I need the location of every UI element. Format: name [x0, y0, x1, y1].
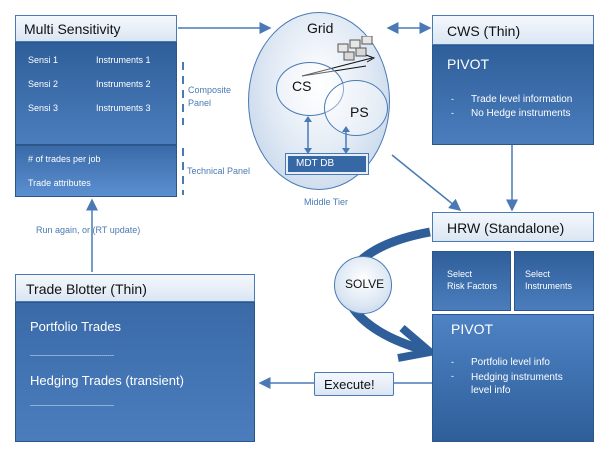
execute-label: Execute! [324, 377, 375, 392]
multi-sensitivity-header: Multi Sensitivity [15, 15, 177, 42]
grid-title: Grid [307, 20, 334, 36]
sensi-1: Sensi 1 [28, 55, 59, 65]
instruments-3: Instruments 3 [96, 103, 151, 113]
trade-blotter-panel: Portfolio Trades -----------------------… [15, 302, 255, 442]
instruments-1: Instruments 1 [96, 55, 151, 65]
portfolio-trades: Portfolio Trades [30, 319, 122, 334]
technical-panel-note: Technical Panel [187, 166, 251, 176]
ps-label: PS [350, 104, 369, 120]
cws-item-1: Trade level information [471, 94, 573, 105]
hedging-trades: Hedging Trades (transient) [30, 373, 184, 388]
composite-panel: Sensi 1 Instruments 1 Sensi 2 Instrument… [15, 42, 177, 145]
technical-panel: # of trades per job Trade attributes [15, 145, 177, 197]
cws-bullet-1: - [451, 94, 454, 104]
middle-tier-label: Middle Tier [304, 197, 349, 207]
solve-label: SOLVE [345, 277, 385, 291]
separator-2: ----------------------------------------… [30, 403, 114, 409]
hrw-bullet-1: - [451, 357, 454, 367]
cws-item-2: No Hedge instruments [471, 108, 571, 119]
cs-db-arrow [304, 116, 350, 154]
sensi-2: Sensi 2 [28, 79, 59, 89]
composite-panel-note: Composite Panel [188, 85, 232, 108]
select-risk-factors-label: Select Risk Factors [447, 269, 498, 291]
sensi-3: Sensi 3 [28, 103, 59, 113]
cws-panel: PIVOT - Trade level information - No Hed… [432, 45, 594, 145]
trade-attributes: Trade attributes [28, 178, 91, 188]
hrw-item-2: Hedging instruments level info [471, 372, 563, 396]
execute-button[interactable]: Execute! [314, 372, 394, 396]
solve-circle: SOLVE [334, 256, 392, 314]
mdt-db-label: MDT DB [296, 158, 335, 169]
hrw-select-risk-factors[interactable]: Select Risk Factors [432, 251, 511, 311]
hrw-header: HRW (Standalone) [432, 212, 594, 242]
trade-blotter-header: Trade Blotter (Thin) [15, 274, 255, 302]
multi-sensitivity-title: Multi Sensitivity [24, 21, 121, 37]
hrw-pivot: PIVOT [451, 321, 494, 337]
run-again-label: Run again, or (RT update) [36, 225, 141, 235]
ps-circle [324, 80, 388, 136]
mdt-db-box: MDT DB [285, 153, 369, 175]
cws-header: CWS (Thin) [432, 15, 594, 45]
trade-blotter-title: Trade Blotter (Thin) [26, 281, 147, 297]
hrw-item-1: Portfolio level info [471, 357, 550, 368]
instruments-2: Instruments 2 [96, 79, 151, 89]
cws-pivot: PIVOT [447, 56, 490, 72]
cws-bullet-2: - [451, 108, 454, 118]
arrow-grid-hrw [391, 154, 462, 211]
hrw-select-instruments[interactable]: Select Instruments [514, 251, 594, 311]
hrw-title: HRW (Standalone) [447, 220, 565, 236]
cws-title: CWS (Thin) [447, 23, 521, 39]
trades-per-job: # of trades per job [28, 154, 101, 164]
select-instruments-label: Select Instruments [525, 269, 573, 291]
hrw-pivot-panel: PIVOT - Portfolio level info - Hedging i… [432, 314, 594, 442]
server-cluster-icon [337, 36, 373, 61]
hrw-bullet-2: - [451, 371, 454, 381]
separator-1: ----------------------------------------… [30, 353, 114, 359]
cs-label: CS [292, 78, 312, 94]
